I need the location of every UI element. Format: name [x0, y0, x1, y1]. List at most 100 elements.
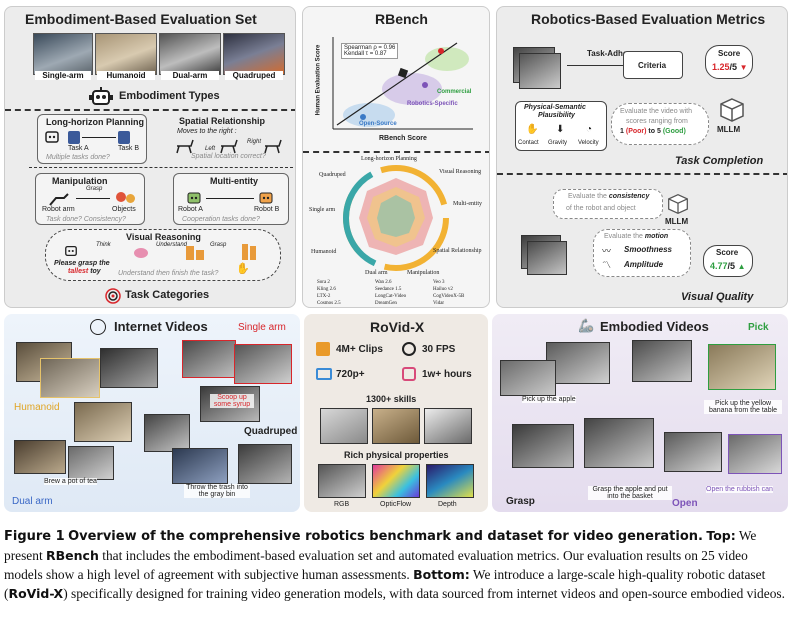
caption-top-text-1: We present	[4, 528, 757, 563]
depth-thumb	[426, 464, 474, 498]
score-value: 1.25	[712, 62, 730, 72]
rbench-radar-chart	[343, 165, 449, 271]
robot-video-thumb	[74, 402, 132, 442]
rovid-title: RoVid-X	[370, 319, 425, 335]
radar-axis-manipulation: Manipulation	[407, 270, 440, 276]
clock-icon	[402, 342, 416, 356]
long-horizon-title: Long-horizon Planning	[46, 117, 144, 127]
scoop-caption: Scoop up some syrup	[210, 394, 254, 408]
hand-icon: ✋	[236, 263, 250, 275]
score-box-1: Score 1.25/5 ▼	[705, 45, 753, 79]
consistency-line2: of the robot and object	[566, 205, 636, 212]
contact-icon: ✋	[526, 124, 539, 135]
rbench-ylabel: Human Evaluation Score	[315, 44, 322, 116]
smoothness-icon: 〰	[602, 246, 612, 256]
rbench-opensource-label: Open-Source	[359, 121, 397, 127]
manipulation-box: Manipulation Grasp Robot arm Objects Tas…	[35, 173, 145, 225]
vr-question: Understand then finish the task?	[118, 270, 219, 277]
rbench-scatter-plot	[332, 37, 473, 130]
robot-small-icon	[45, 131, 59, 143]
velocity-icon: ◔	[586, 124, 593, 135]
hours-stat: 1w+ hours	[422, 369, 472, 380]
physical-semantic-label: Physical-Semantic	[524, 104, 586, 111]
contact-label: Contact	[518, 140, 539, 146]
single-arm-label: Single arm	[238, 322, 286, 333]
embodiment-label-single-arm: Single-arm	[35, 71, 91, 80]
score-label: Score	[718, 49, 741, 58]
open-label: Open	[672, 498, 698, 509]
globe-icon	[90, 319, 106, 335]
rgb-thumb	[318, 464, 366, 498]
film-icon	[316, 342, 330, 356]
spatial-left: Left	[205, 146, 216, 152]
rgb-label: RGB	[334, 501, 350, 508]
embodiment-label-dual-arm: Dual-arm	[161, 71, 219, 80]
robot-video-thumb	[100, 348, 158, 388]
rbench-commercial-label: Commercial	[437, 89, 472, 95]
caption-rbench: RBench	[46, 548, 99, 563]
multi-entity-box: Multi-entity Robot A Robot B Cooperation…	[173, 173, 289, 225]
legend-item: LTX-2	[317, 294, 331, 299]
vr-prompt-em: tallest	[68, 268, 89, 275]
multi-entity-title: Multi-entity	[210, 176, 258, 186]
plausibility-label: Plausibility	[538, 112, 575, 119]
objects-icon	[116, 192, 126, 202]
humanoid-label: Humanoid	[14, 402, 60, 413]
physical-semantic-box: Physical-Semantic Plausibility ✋ ⬇ ◔ Con…	[515, 101, 607, 151]
good-word: (Good)	[662, 128, 686, 135]
good-num: 5	[656, 128, 661, 135]
caption-bottom-label: Bottom:	[413, 567, 470, 582]
robot-video-thumb	[14, 440, 66, 474]
legend-item: Sora 2	[317, 280, 330, 285]
metrics-title: Robotics-Based Evaluation Metrics	[531, 11, 766, 27]
opticflow-label: OpticFlow	[380, 501, 412, 508]
rbench-robotics-label: Robotics-Specific	[407, 101, 458, 107]
consistency-line1: Evaluate the consistency	[568, 193, 649, 200]
vr-prompt: Please grasp the	[54, 260, 110, 267]
embodiment-photo-single-arm	[33, 33, 93, 75]
vr-grasp: Grasp	[210, 242, 227, 248]
mllm2-label: MLLM	[665, 217, 689, 226]
evaluate-line2: scores ranging from	[626, 118, 688, 125]
robot-video-thumb	[234, 344, 292, 384]
criteria-box: Criteria	[623, 51, 683, 79]
embodied-videos-title: Embodied Videos	[600, 319, 709, 334]
robot-video-thumb	[512, 424, 574, 468]
spatial-right: Right	[247, 139, 262, 145]
mllm-cube-icon	[720, 98, 744, 122]
arrow-line	[76, 198, 110, 199]
radar-axis-visual-reasoning: Visual Reasoning	[439, 169, 482, 175]
pick-apple-caption: Pick up the apple	[522, 396, 576, 403]
task-b-label: Task B	[118, 145, 140, 152]
robot-small-icon	[65, 245, 77, 257]
score2-max: /5	[727, 261, 736, 271]
robot-video-thumb	[500, 360, 556, 396]
opticflow-thumb	[372, 464, 420, 498]
section-divider	[497, 173, 787, 175]
toys-icon	[250, 246, 256, 260]
think-brain-icon	[134, 248, 148, 258]
dual-arm-label: Dual arm	[12, 496, 53, 507]
res-stat: 720p+	[336, 369, 365, 380]
radar-axis-long-horizon: Long-horizon Planning	[361, 156, 417, 162]
robot-video-thumb	[584, 418, 654, 468]
grasp-label: Grasp	[506, 496, 535, 507]
clips-stat: 4M+ Clips	[336, 344, 383, 355]
embodiment-panel: Embodiment-Based Evaluation Set Single-a…	[4, 6, 296, 308]
arrow-line	[82, 137, 116, 138]
objects-icon	[126, 194, 135, 203]
amplitude-label: Amplitude	[624, 260, 664, 269]
caption-top-label: Top:	[706, 528, 736, 543]
depth-label: Depth	[438, 501, 457, 508]
task-adherence-label: Task-Adherence	[587, 49, 649, 58]
velocity-label: Velocity	[578, 140, 599, 146]
rbench-kendall: Kendall τ = 0.87	[344, 51, 387, 57]
rich-props-label: Rich physical properties	[344, 450, 449, 460]
manipulation-grasp: Grasp	[86, 186, 103, 192]
vr-prompt-pre: Please grasp the	[54, 260, 110, 267]
embodiment-photo-humanoid	[95, 33, 157, 75]
objects-label: Objects	[112, 206, 136, 213]
robot-arm-label: Robot arm	[42, 206, 75, 213]
spatial-title: Spatial Relationship	[179, 116, 266, 126]
vr-prompt-post: toy	[90, 268, 101, 275]
